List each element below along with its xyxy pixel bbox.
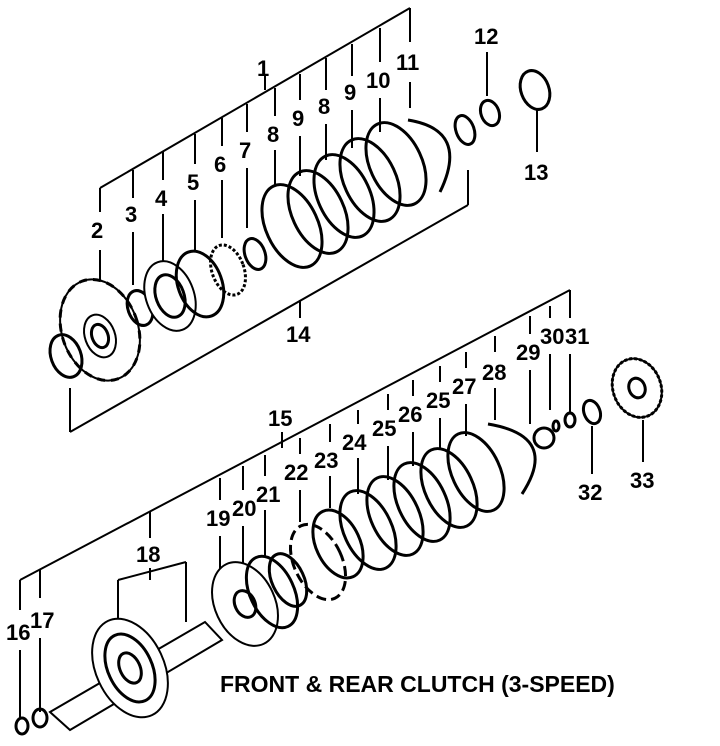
callout-33: 33 <box>630 468 654 493</box>
callout-3: 3 <box>125 202 137 227</box>
part-9-friction-plate <box>286 169 350 255</box>
part-10-pressure-plate <box>364 121 428 207</box>
part-13-thrust-washer <box>518 69 552 111</box>
callout-7: 7 <box>239 138 251 163</box>
callout-26: 26 <box>398 402 422 427</box>
part-25-plate-2 <box>419 447 479 529</box>
callout-15: 15 <box>268 406 292 431</box>
callout-9a: 9 <box>292 106 304 131</box>
part-seal-ring-left <box>48 333 84 379</box>
callout-9b: 9 <box>344 80 356 105</box>
callout-14: 14 <box>286 322 311 347</box>
part-seal-ring-right <box>453 114 477 146</box>
callout-19: 19 <box>206 506 230 531</box>
part-7-retainer <box>242 237 268 271</box>
callout-16: 16 <box>6 620 30 645</box>
part-28-snap-ring <box>487 422 537 495</box>
callout-labels: 1 2 3 4 5 6 7 8 9 8 9 10 11 12 13 14 15 … <box>6 24 654 645</box>
callout-27: 27 <box>452 374 476 399</box>
part-18-rear-clutch-drum-shaft <box>48 617 224 732</box>
callout-28: 28 <box>482 360 506 385</box>
callout-5: 5 <box>187 170 199 195</box>
callout-8a: 8 <box>267 122 279 147</box>
part-6-spring <box>209 243 247 297</box>
upper-assembly <box>48 7 552 433</box>
part-17-ring <box>31 707 49 729</box>
bracket-18 <box>117 561 187 581</box>
part-22-piston <box>288 522 348 602</box>
callout-18: 18 <box>136 542 160 567</box>
part-21-ring <box>267 552 309 608</box>
part-16-ring <box>14 716 30 736</box>
callout-17: 17 <box>30 608 54 633</box>
callout-29: 29 <box>516 340 540 365</box>
part-8-steel-plate-2 <box>312 153 376 239</box>
part-24-plate <box>338 489 398 571</box>
bracket-line-1 <box>99 7 411 189</box>
callout-25b: 25 <box>426 388 450 413</box>
callout-24: 24 <box>342 430 367 455</box>
bracket-line-14 <box>69 204 469 433</box>
callout-10: 10 <box>366 68 390 93</box>
callout-22: 22 <box>284 460 308 485</box>
callout-23: 23 <box>314 448 338 473</box>
callout-12: 12 <box>474 24 498 49</box>
part-5-seal <box>174 249 226 319</box>
part-12-washer <box>478 98 502 128</box>
part-31-ring <box>563 411 577 429</box>
part-32-washer <box>581 398 603 426</box>
part-27-plate <box>446 431 506 513</box>
callout-4: 4 <box>155 186 168 211</box>
callout-31: 31 <box>565 324 589 349</box>
part-11-snap-ring <box>407 118 452 193</box>
part-26-plate <box>392 461 452 543</box>
callout-30: 30 <box>540 324 564 349</box>
part-9-friction-plate-2 <box>338 137 402 223</box>
part-29-washer <box>532 426 556 450</box>
bracket-line-15 <box>19 289 571 581</box>
diagram-title: FRONT & REAR CLUTCH (3-SPEED) <box>220 671 615 697</box>
callout-8b: 8 <box>318 94 330 119</box>
part-30-bearing <box>551 419 561 433</box>
callout-2: 2 <box>91 218 103 243</box>
part-8-steel-plate <box>260 183 324 269</box>
callout-20: 20 <box>232 496 256 521</box>
callout-6: 6 <box>214 152 226 177</box>
part-20-seal <box>244 554 300 630</box>
part-19-hub <box>211 561 279 647</box>
part-33-gear <box>611 357 663 419</box>
callout-11: 11 <box>396 50 419 75</box>
callout-21: 21 <box>256 482 280 507</box>
callout-25a: 25 <box>372 416 396 441</box>
callout-1: 1 <box>257 56 269 81</box>
part-25-plate <box>365 475 425 557</box>
lower-assembly <box>14 289 664 736</box>
callout-13: 13 <box>524 160 548 185</box>
callout-32: 32 <box>578 480 602 505</box>
part-23-spring <box>311 508 365 580</box>
